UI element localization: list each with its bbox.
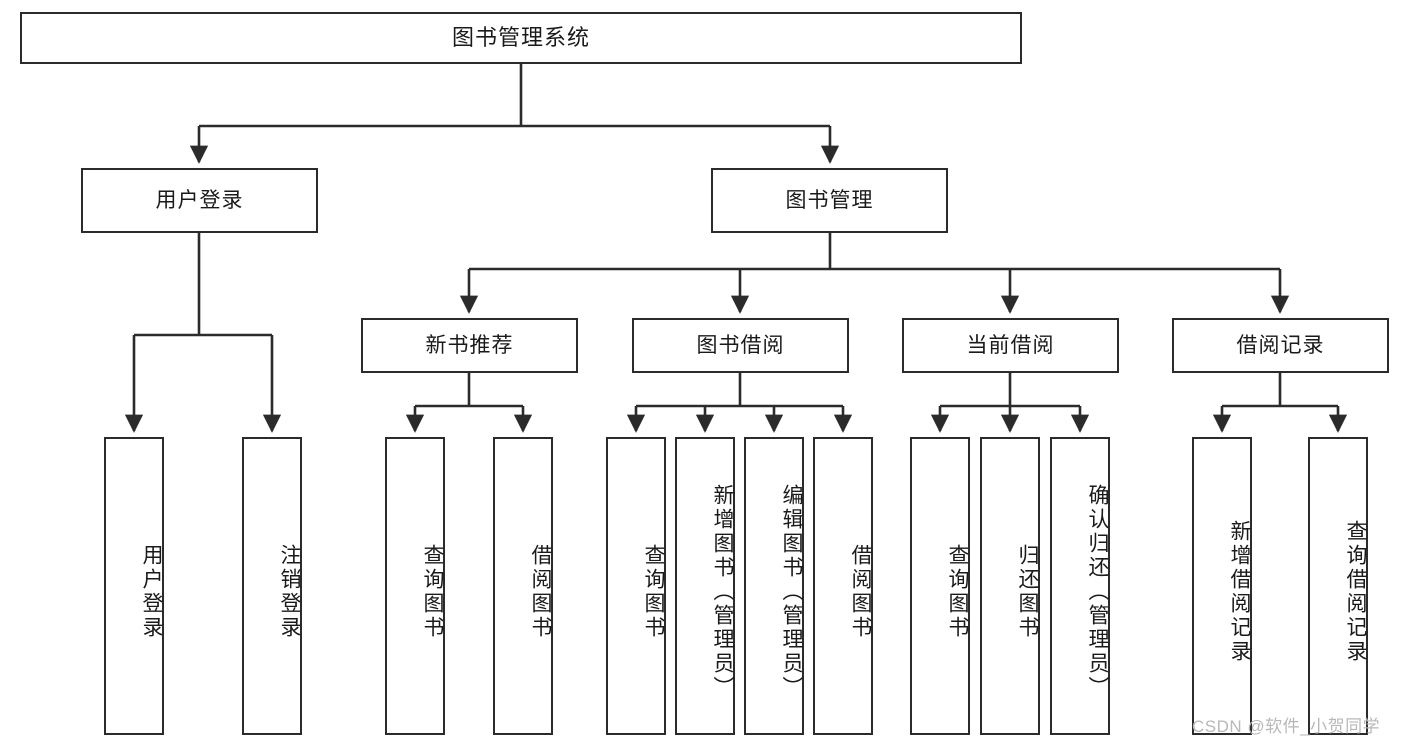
leaf-query-book-recommend[interactable]: 查询图书 xyxy=(385,437,445,735)
leaf-add-book-admin[interactable]: 新增图书（管理员） xyxy=(675,437,735,735)
leaf-label: 查询图书 xyxy=(642,544,665,640)
node-current-borrow[interactable]: 当前借阅 xyxy=(902,318,1119,373)
node-borrow-records[interactable]: 借阅记录 xyxy=(1172,318,1389,373)
leaf-edit-book-admin[interactable]: 编辑图书（管理员） xyxy=(744,437,804,735)
leaf-label: 查询图书 xyxy=(946,544,969,640)
node-root-system[interactable]: 图书管理系统 xyxy=(20,12,1022,64)
leaf-label: 编辑图书（管理员） xyxy=(780,484,803,700)
leaf-borrow-book[interactable]: 借阅图书 xyxy=(813,437,873,735)
leaf-label: 查询图书 xyxy=(421,544,444,640)
leaf-query-book-current[interactable]: 查询图书 xyxy=(910,437,970,735)
csdn-watermark: CSDN @软件_小贺同学 xyxy=(1192,717,1381,736)
node-book-borrow[interactable]: 图书借阅 xyxy=(632,318,849,373)
leaf-logout[interactable]: 注销登录 xyxy=(242,437,302,735)
node-user-login[interactable]: 用户登录 xyxy=(81,168,318,233)
leaf-add-borrow-record[interactable]: 新增借阅记录 xyxy=(1192,437,1252,735)
leaf-confirm-return-admin[interactable]: 确认归还（管理员） xyxy=(1050,437,1110,735)
leaf-label: 归还图书 xyxy=(1016,544,1039,640)
leaf-label: 借阅图书 xyxy=(849,544,872,640)
leaf-label: 用户登录 xyxy=(140,544,163,640)
leaf-label: 查询借阅记录 xyxy=(1344,520,1367,664)
leaf-borrow-book-recommend[interactable]: 借阅图书 xyxy=(493,437,553,735)
leaf-label: 确认归还（管理员） xyxy=(1086,484,1109,700)
leaf-return-book[interactable]: 归还图书 xyxy=(980,437,1040,735)
leaf-label: 新增图书（管理员） xyxy=(711,484,734,700)
leaf-label: 借阅图书 xyxy=(529,544,552,640)
node-new-book-recommend[interactable]: 新书推荐 xyxy=(361,318,578,373)
leaf-query-borrow-record[interactable]: 查询借阅记录 xyxy=(1308,437,1368,735)
node-book-management[interactable]: 图书管理 xyxy=(711,168,948,233)
leaf-label: 注销登录 xyxy=(278,544,301,640)
leaf-query-book-borrow[interactable]: 查询图书 xyxy=(606,437,666,735)
leaf-user-login[interactable]: 用户登录 xyxy=(104,437,164,735)
leaf-label: 新增借阅记录 xyxy=(1228,520,1251,664)
